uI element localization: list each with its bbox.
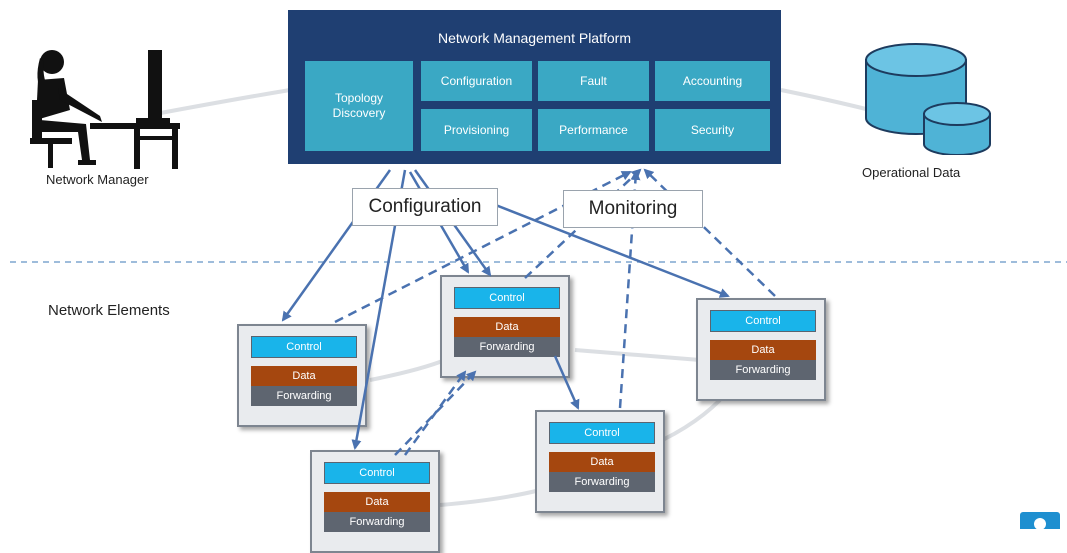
monitor-arrow bbox=[403, 370, 467, 456]
control-block: Control bbox=[710, 310, 816, 332]
monitoring-callout: Monitoring bbox=[563, 190, 703, 228]
network-management-platform: Network Management Platform Topology Dis… bbox=[288, 10, 781, 164]
module-accounting: Accounting bbox=[655, 61, 770, 101]
module-performance: Performance bbox=[538, 109, 649, 151]
network-element-3: Control Data Forwarding bbox=[696, 298, 826, 401]
mesh-link bbox=[574, 348, 701, 362]
control-block: Control bbox=[324, 462, 430, 484]
network-element-2: Control Data Forwarding bbox=[440, 275, 570, 378]
network-manager-icon bbox=[30, 50, 180, 169]
network-manager-label: Network Manager bbox=[46, 172, 149, 187]
control-block: Control bbox=[454, 287, 560, 309]
forwarding-block: Forwarding bbox=[454, 337, 560, 357]
control-block: Control bbox=[549, 422, 655, 444]
network-elements-label: Network Elements bbox=[48, 302, 170, 319]
control-block: Control bbox=[251, 336, 357, 358]
data-block: Data bbox=[251, 366, 357, 386]
module-configuration: Configuration bbox=[421, 61, 532, 101]
network-element-1: Control Data Forwarding bbox=[237, 324, 367, 427]
storage-link bbox=[780, 88, 871, 112]
network-element-4: Control Data Forwarding bbox=[535, 410, 665, 513]
config-arrow bbox=[553, 355, 580, 410]
mesh-link bbox=[439, 488, 541, 507]
flow-arrows bbox=[281, 168, 776, 456]
operational-data-label: Operational Data bbox=[862, 165, 961, 180]
forwarding-block: Forwarding bbox=[324, 512, 430, 532]
database-icon bbox=[865, 43, 991, 155]
forwarding-block: Forwarding bbox=[251, 386, 357, 406]
configuration-callout: Configuration bbox=[352, 188, 498, 226]
monitor-arrow bbox=[394, 370, 477, 456]
config-arrow bbox=[469, 193, 730, 298]
data-block: Data bbox=[549, 452, 655, 472]
module-provisioning: Provisioning bbox=[421, 109, 532, 151]
monitor-arrow bbox=[643, 168, 776, 297]
forwarding-block: Forwarding bbox=[549, 472, 655, 492]
platform-title: Network Management Platform bbox=[438, 30, 631, 46]
manager-link bbox=[149, 88, 291, 117]
module-fault: Fault bbox=[538, 61, 649, 101]
data-block: Data bbox=[454, 317, 560, 337]
module-security: Security bbox=[655, 109, 770, 151]
divider bbox=[10, 261, 1067, 263]
data-block: Data bbox=[710, 340, 816, 360]
cloud-logo-icon bbox=[1020, 512, 1060, 529]
forwarding-block: Forwarding bbox=[710, 360, 816, 380]
data-block: Data bbox=[324, 492, 430, 512]
module-topology-discovery: Topology Discovery bbox=[305, 61, 413, 151]
